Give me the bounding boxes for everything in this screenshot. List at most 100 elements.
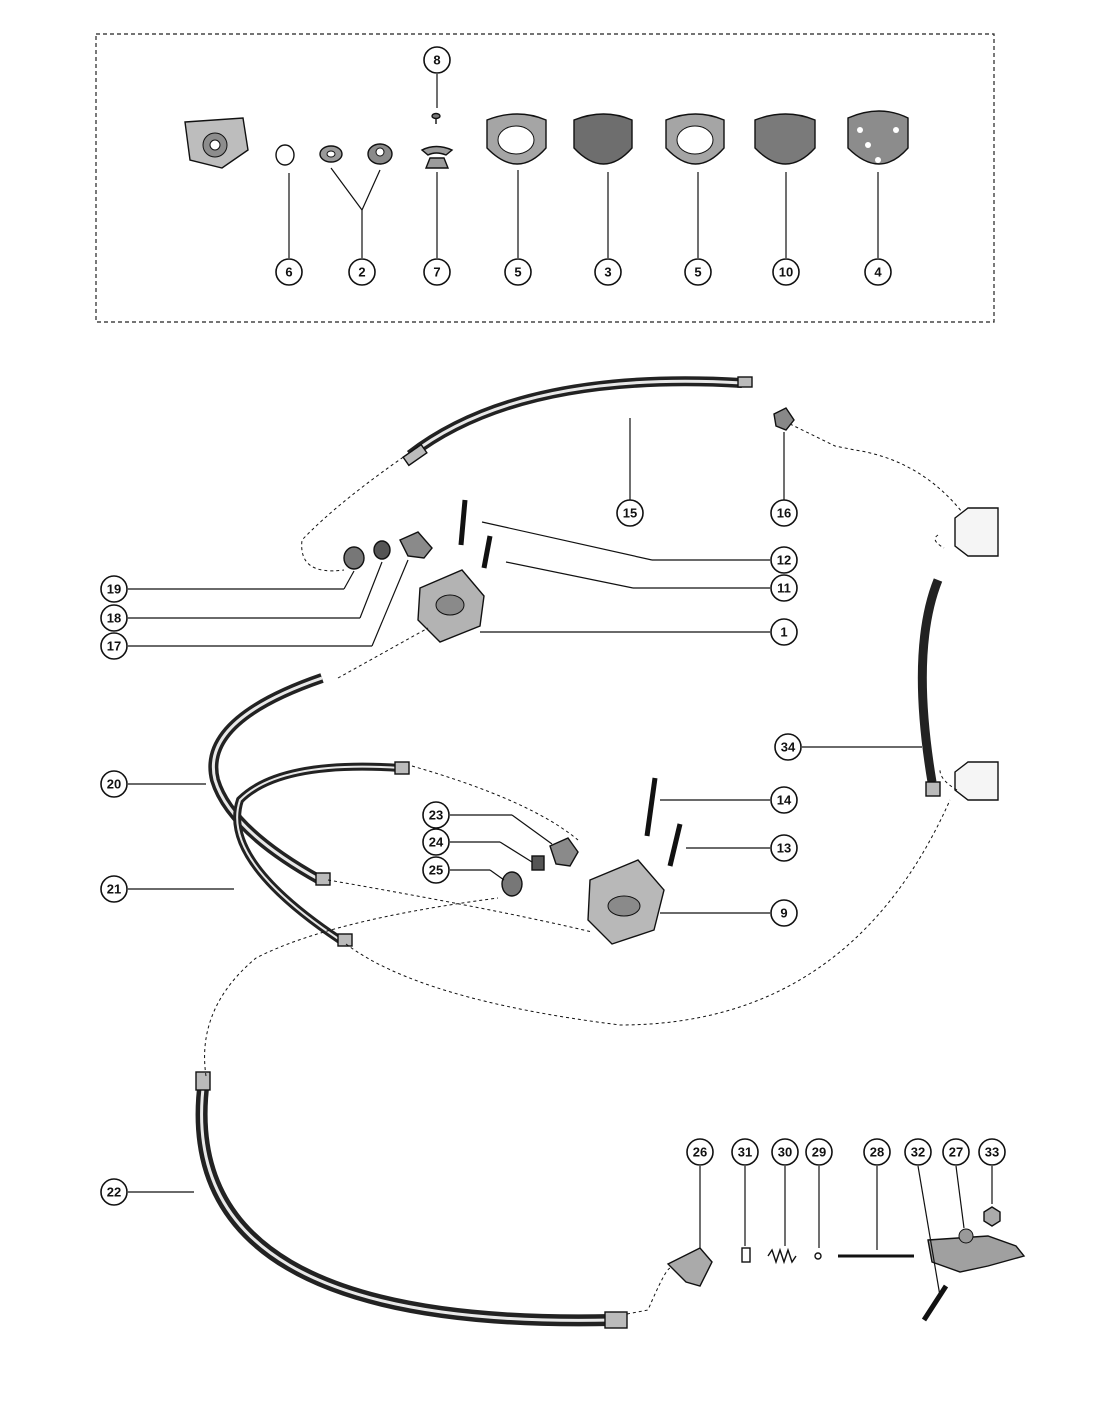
callout-5a-label: 5 bbox=[514, 265, 521, 280]
callout-1: 1 bbox=[770, 618, 798, 646]
callout-25-label: 25 bbox=[429, 863, 443, 878]
hose-21-part bbox=[233, 761, 410, 947]
pump-body-part bbox=[184, 117, 249, 169]
callout-31-label: 31 bbox=[738, 1145, 752, 1160]
check-valve-right-part bbox=[367, 143, 393, 165]
callout-16: 16 bbox=[770, 499, 798, 527]
callout-13-label: 13 bbox=[777, 841, 791, 856]
callout-22: 22 bbox=[100, 1178, 128, 1206]
callout-10: 10 bbox=[772, 258, 800, 286]
fuel-pump-1-part bbox=[417, 569, 485, 643]
callout-5b: 5 bbox=[684, 258, 712, 286]
callout-6-label: 6 bbox=[285, 265, 292, 280]
callout-15: 15 bbox=[616, 499, 644, 527]
callout-26-label: 26 bbox=[693, 1145, 707, 1160]
check-valve-left-part bbox=[319, 145, 343, 163]
callout-30: 30 bbox=[771, 1138, 799, 1166]
callout-33-label: 33 bbox=[985, 1145, 999, 1160]
callout-1-label: 1 bbox=[780, 625, 787, 640]
screw-13-part bbox=[667, 823, 683, 867]
callout-11-label: 11 bbox=[777, 581, 791, 596]
callout-23: 23 bbox=[422, 801, 450, 829]
callout-17-label: 17 bbox=[107, 639, 121, 654]
callout-25: 25 bbox=[422, 856, 450, 884]
callout-28-label: 28 bbox=[870, 1145, 884, 1160]
callout-18: 18 bbox=[100, 604, 128, 632]
callout-8-label: 8 bbox=[433, 53, 440, 68]
callout-12-label: 12 bbox=[777, 553, 791, 568]
callout-29: 29 bbox=[805, 1138, 833, 1166]
callout-2-label: 2 bbox=[358, 265, 365, 280]
inset-kit-box bbox=[95, 33, 995, 323]
o-ring-part bbox=[275, 144, 295, 166]
callout-30-label: 30 bbox=[778, 1145, 792, 1160]
callout-7-label: 7 bbox=[433, 265, 440, 280]
nut-19-part bbox=[343, 546, 365, 570]
callout-8: 8 bbox=[423, 46, 451, 74]
callout-28: 28 bbox=[863, 1138, 891, 1166]
callout-24-label: 24 bbox=[429, 835, 444, 850]
sleeve-18-part bbox=[373, 540, 391, 560]
callout-29-label: 29 bbox=[812, 1145, 826, 1160]
hose-34-part bbox=[917, 578, 943, 797]
callout-4-label: 4 bbox=[874, 265, 882, 280]
elbow-17-part bbox=[399, 531, 433, 559]
diaphragm-part bbox=[573, 113, 633, 165]
callout-6: 6 bbox=[275, 258, 303, 286]
callout-17: 17 bbox=[100, 632, 128, 660]
callout-32: 32 bbox=[904, 1138, 932, 1166]
callout-11: 11 bbox=[770, 574, 798, 602]
callout-19-label: 19 bbox=[107, 582, 121, 597]
screw-32-part bbox=[921, 1284, 949, 1322]
hose-22-part bbox=[195, 1071, 628, 1329]
gasket-b-part bbox=[665, 113, 725, 165]
callout-3: 3 bbox=[594, 258, 622, 286]
filter-bowl-lower-part bbox=[954, 761, 999, 801]
screw-12-part bbox=[458, 499, 468, 546]
callout-20-label: 20 bbox=[107, 777, 121, 792]
callout-14-label: 14 bbox=[777, 793, 792, 808]
retainer-part bbox=[420, 145, 454, 169]
callout-32-label: 32 bbox=[911, 1145, 925, 1160]
screw-small-part bbox=[431, 112, 441, 124]
callout-13: 13 bbox=[770, 834, 798, 862]
callout-34-label: 34 bbox=[781, 740, 796, 755]
screw-11-part bbox=[481, 535, 493, 569]
elbow-23-part bbox=[549, 837, 579, 867]
callout-22-label: 22 bbox=[107, 1185, 121, 1200]
callout-27-label: 27 bbox=[949, 1145, 963, 1160]
callout-5a: 5 bbox=[504, 258, 532, 286]
cover-plate-part bbox=[754, 113, 816, 165]
fuel-pump-9-part bbox=[587, 859, 665, 945]
callout-24: 24 bbox=[422, 828, 450, 856]
callout-5b-label: 5 bbox=[694, 265, 701, 280]
callout-21: 21 bbox=[100, 875, 128, 903]
callout-34: 34 bbox=[774, 733, 802, 761]
callout-20: 20 bbox=[100, 770, 128, 798]
callout-9-label: 9 bbox=[780, 906, 787, 921]
gasket-a-part bbox=[486, 113, 547, 165]
filter-bowl-upper-part bbox=[954, 507, 999, 557]
callout-19: 19 bbox=[100, 575, 128, 603]
sleeve-24-part bbox=[531, 855, 545, 871]
pump-cover-part bbox=[847, 110, 909, 165]
callout-10-label: 10 bbox=[779, 265, 793, 280]
spring-30-part bbox=[767, 1247, 797, 1265]
callout-12: 12 bbox=[770, 546, 798, 574]
valve-body-27-part bbox=[927, 1228, 1026, 1273]
elbow-16-part bbox=[773, 407, 795, 431]
callout-16-label: 16 bbox=[777, 506, 791, 521]
callout-14: 14 bbox=[770, 786, 798, 814]
callout-26: 26 bbox=[686, 1138, 714, 1166]
callout-15-label: 15 bbox=[623, 506, 637, 521]
callout-7: 7 bbox=[423, 258, 451, 286]
screw-14-part bbox=[644, 777, 658, 837]
seat-31-part bbox=[741, 1247, 751, 1263]
callout-31: 31 bbox=[731, 1138, 759, 1166]
ball-29-part bbox=[814, 1252, 822, 1260]
callout-23-label: 23 bbox=[429, 808, 443, 823]
callout-2: 2 bbox=[348, 258, 376, 286]
callout-21-label: 21 bbox=[107, 882, 121, 897]
callout-4: 4 bbox=[864, 258, 892, 286]
